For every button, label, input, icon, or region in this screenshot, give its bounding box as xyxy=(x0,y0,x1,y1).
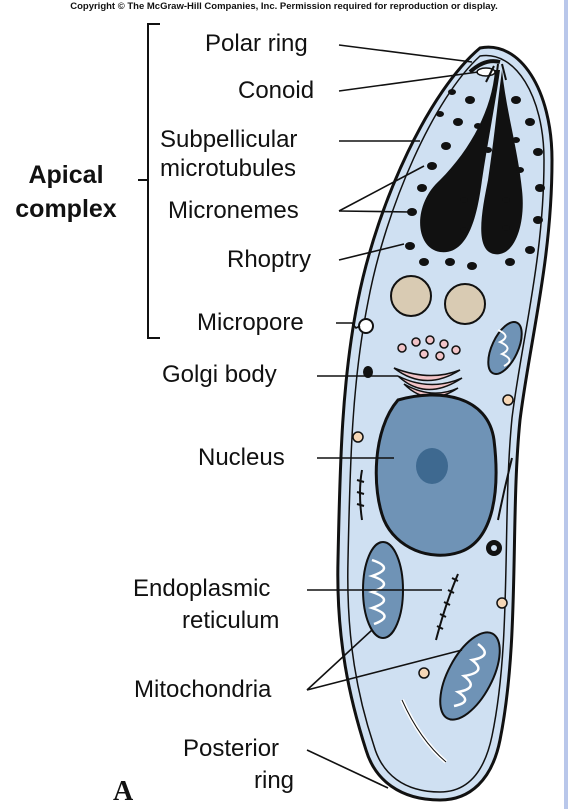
rhoptry-right xyxy=(481,70,523,255)
mitochondrion-right xyxy=(439,631,501,721)
leader-lines xyxy=(306,44,479,789)
label-micronemes: Micronemes xyxy=(168,197,299,224)
frame-border xyxy=(564,0,568,809)
label-posterior-1: Posterior xyxy=(183,735,280,762)
golgi-body-shape xyxy=(393,335,463,398)
apical-complex-label-line1: Apical xyxy=(28,161,104,189)
label-endoplasmic-2: reticulum xyxy=(182,607,280,634)
label-subpellicular-1: Subpellicular xyxy=(160,126,298,153)
label-endoplasmic-1: Endoplasmic xyxy=(133,575,271,602)
label-posterior-2: ring xyxy=(254,767,295,794)
rhoptry-ducts xyxy=(485,63,507,83)
vesicles xyxy=(352,394,514,679)
label-rhoptry: Rhoptry xyxy=(227,246,312,273)
label-mitochondria: Mitochondria xyxy=(134,676,272,703)
dense-granule-left xyxy=(390,275,432,317)
micropore-pit xyxy=(358,318,374,334)
mitochondrion-upper xyxy=(487,321,523,375)
endoplasmic-reticulum-shapes xyxy=(356,457,513,641)
apical-complex-label-line2: complex xyxy=(15,195,117,223)
label-subpellicular-2: microtubules xyxy=(160,155,297,182)
label-conoid: Conoid xyxy=(238,77,315,104)
apical-complex-bracket xyxy=(147,23,160,339)
micronemes-dots xyxy=(405,89,545,270)
nucleolus-shape xyxy=(416,448,448,484)
label-nucleus: Nucleus xyxy=(198,444,285,471)
label-golgi-body: Golgi body xyxy=(162,361,277,388)
polar-ring-shape xyxy=(468,59,501,74)
figure-letter: A xyxy=(113,776,134,807)
label-micropore: Micropore xyxy=(197,309,304,336)
rhoptry-left xyxy=(420,70,500,253)
apical-complex-label: Apical complex xyxy=(4,158,128,226)
dense-granule-right xyxy=(444,283,486,325)
copyright-notice: Copyright © The McGraw-Hill Companies, I… xyxy=(70,1,498,12)
label-polar-ring: Polar ring xyxy=(205,30,308,57)
lipid-body xyxy=(363,366,373,378)
